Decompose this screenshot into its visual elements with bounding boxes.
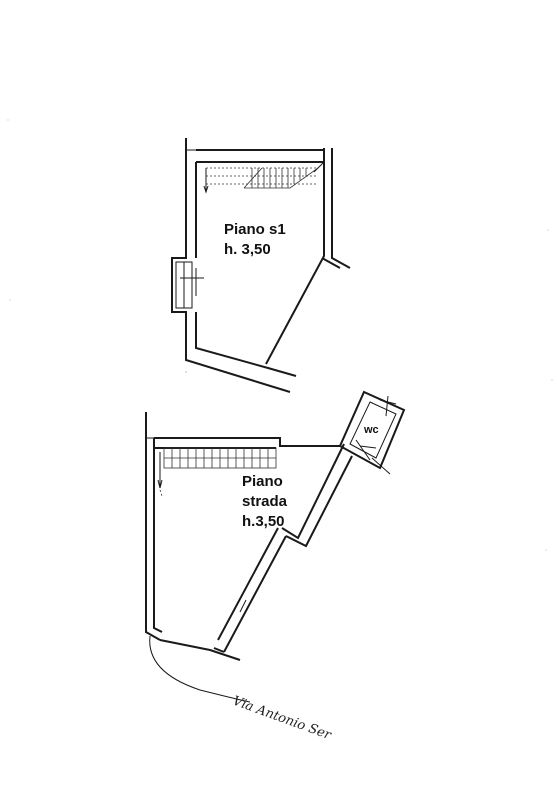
upper-floor-window [175, 261, 204, 309]
ground-floor-left-wall [145, 412, 163, 641]
ground-floor-plan: wc Piano strada h.3,50 [145, 390, 406, 661]
ground-floor-bottom-wall [159, 639, 241, 661]
upper-floor-stairs [203, 167, 319, 194]
ground-floor-name-line1: Piano [242, 473, 283, 490]
upper-floor-right-wall [265, 148, 351, 365]
upper-floor-height: h. 3,50 [224, 241, 271, 258]
street-name: Via Antonio Ser [231, 694, 334, 744]
upper-floor-name: Piano s1 [224, 221, 286, 238]
ground-floor-stairs [157, 447, 277, 497]
ground-floor-height: h.3,50 [242, 513, 285, 530]
ground-floor-name-line2: strada [242, 493, 288, 510]
street: Via Antonio Ser [149, 635, 334, 744]
wc-room: wc [338, 390, 406, 475]
upper-floor-plan: Piano s1 h. 3,50 [171, 138, 351, 393]
upper-floor-inner-wall [195, 162, 297, 377]
upper-floor-outer-wall [171, 138, 291, 393]
scan-noise [7, 119, 553, 551]
ground-floor-top-wall [154, 437, 340, 449]
street-curb-line [149, 635, 251, 703]
wc-label: wc [363, 424, 379, 436]
upper-floor-top-wall [196, 148, 325, 163]
ground-floor-right-wall [281, 443, 353, 548]
